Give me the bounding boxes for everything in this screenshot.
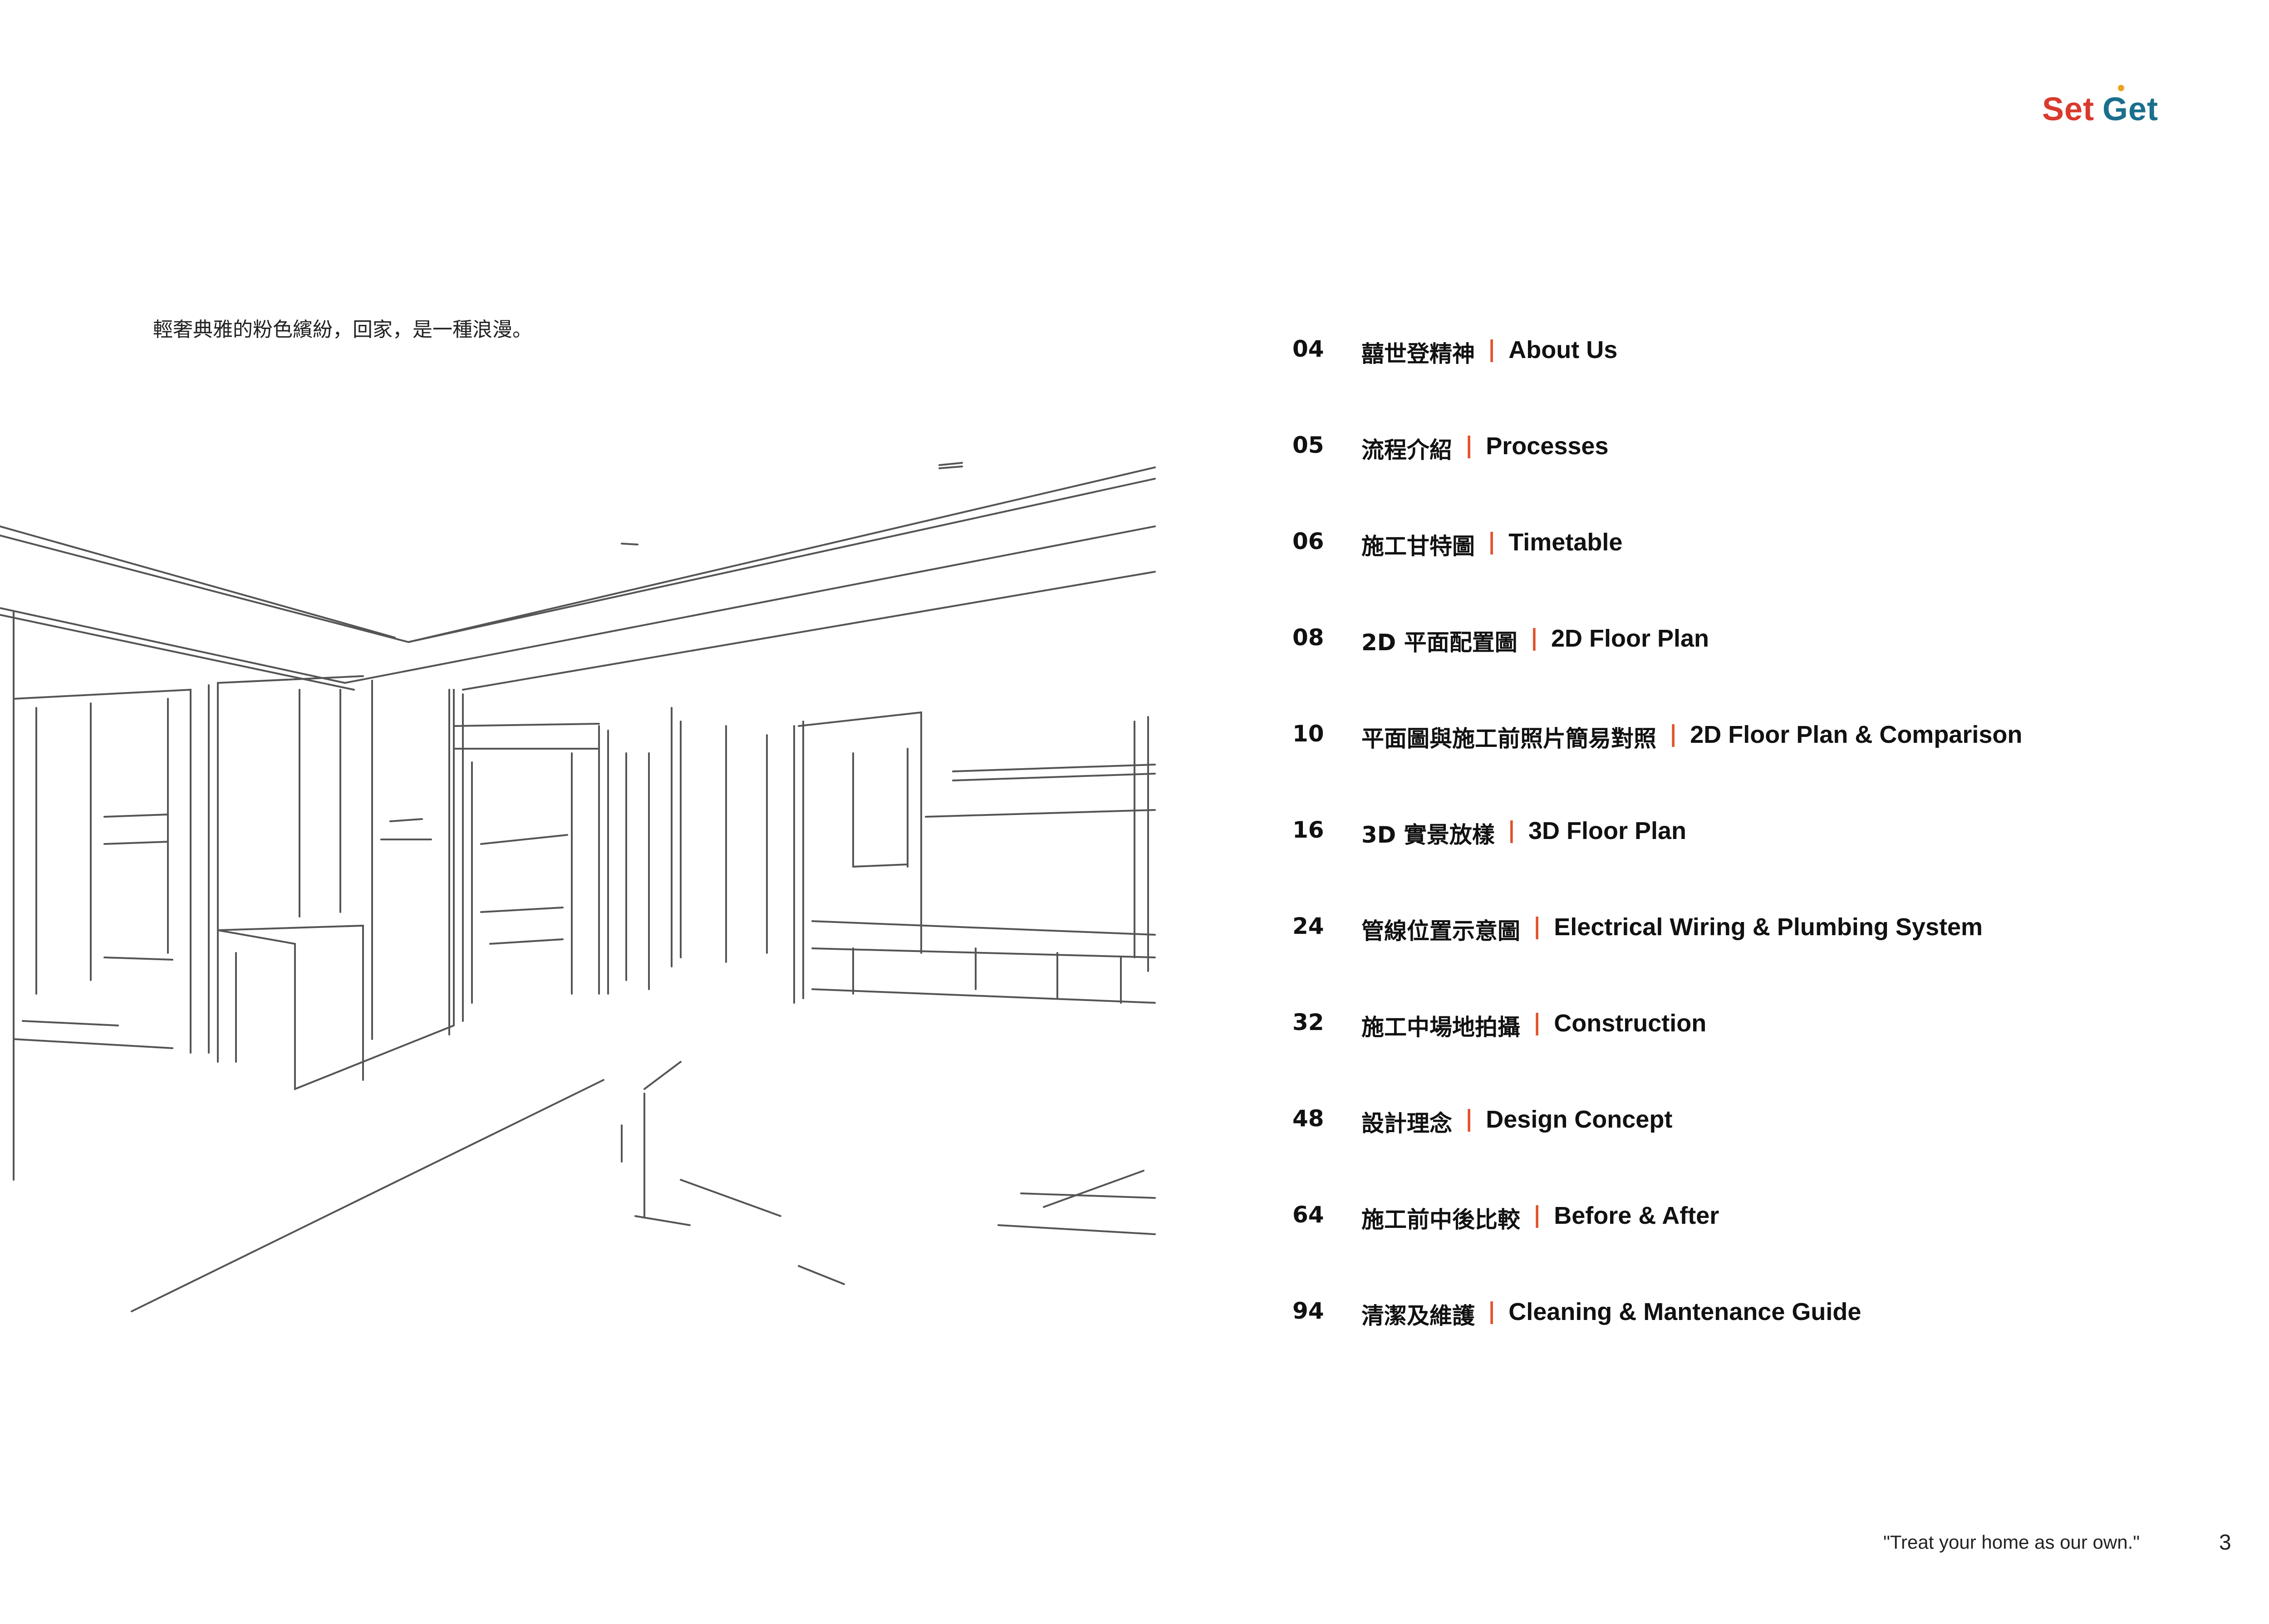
toc-page-number: 94 — [1292, 1298, 1324, 1324]
toc-title-en: 2D Floor Plan — [1551, 625, 1709, 652]
toc-item[interactable]: 10 平面圖與施工前照片簡易對照 | 2D Floor Plan & Comparis… — [1292, 721, 2200, 817]
toc-title-en: Electrical Wiring & Plumbing System — [1554, 913, 1983, 941]
toc-item[interactable]: 16 3D 實景放樣 | 3D Floor Plan — [1292, 817, 2200, 913]
toc-separator: | — [1465, 1105, 1473, 1132]
toc-page-number: 64 — [1292, 1202, 1324, 1228]
brand-word-get-text: Get — [2102, 91, 2159, 128]
toc-separator: | — [1533, 1009, 1542, 1035]
toc-item[interactable]: 32 施工中場地拍攝 | Construction — [1292, 1009, 2200, 1105]
toc-item[interactable]: 24 管線位置示意圖 | Electrical Wiring & Plumbing S… — [1292, 913, 2200, 1009]
toc-item[interactable]: 48 設計理念 | Design Concept — [1292, 1105, 2200, 1202]
tagline: 輕奢典雅的粉色繽紛，回家，是一種浪漫。 — [153, 318, 532, 341]
toc-separator: | — [1669, 721, 1678, 747]
toc-title-en: Cleaning & Mantenance Guide — [1508, 1298, 1861, 1325]
toc-page-number: 48 — [1292, 1105, 1324, 1132]
toc-title-en: Design Concept — [1486, 1106, 1673, 1133]
toc-page-number: 05 — [1292, 432, 1324, 458]
toc-page-number: 24 — [1292, 913, 1324, 939]
toc-item[interactable]: 06 施工甘特圖 | Timetable — [1292, 528, 2200, 624]
toc-item[interactable]: 94 清潔及維護 | Cleaning & Mantenance Guide — [1292, 1298, 2200, 1394]
toc-separator: | — [1507, 817, 1516, 843]
toc-title-en: About Us — [1508, 336, 1618, 363]
toc-title-zh: 3D 實景放樣 — [1361, 822, 1495, 848]
toc-title-zh: 設計理念 — [1361, 1110, 1452, 1137]
toc-title-en: Before & After — [1554, 1202, 1719, 1229]
toc-title-zh: 管線位置示意圖 — [1361, 918, 1520, 944]
toc-separator: | — [1530, 624, 1538, 651]
toc-page-number: 06 — [1292, 528, 1324, 554]
toc-item[interactable]: 64 施工前中後比較 | Before & After — [1292, 1202, 2200, 1298]
toc-title-en: 3D Floor Plan — [1528, 817, 1687, 844]
toc-title-en: Timetable — [1508, 529, 1623, 556]
toc-title-en: Construction — [1554, 1010, 1707, 1037]
toc-page-number: 16 — [1292, 817, 1324, 843]
footer-motto: "Treat your home as our own." — [1883, 1531, 2140, 1553]
toc-page-number: 32 — [1292, 1009, 1324, 1035]
toc-title-zh: 施工前中後比較 — [1361, 1207, 1520, 1233]
toc-separator: | — [1488, 1298, 1496, 1324]
toc-item[interactable]: 04 囍世登精神 | About Us — [1292, 336, 2200, 432]
toc-title-zh: 2D 平面配置圖 — [1361, 629, 1518, 656]
toc-title-zh: 施工甘特圖 — [1361, 533, 1475, 559]
toc-separator: | — [1533, 913, 1542, 939]
toc-separator: | — [1533, 1202, 1542, 1228]
toc-title-zh: 清潔及維護 — [1361, 1303, 1475, 1329]
interior-sketch-illustration — [0, 462, 1156, 1312]
brand-word-get: Get — [2102, 85, 2159, 128]
table-of-contents: 04 囍世登精神 | About Us 05 流程介紹 | Processes 06 施工甘特… — [1292, 336, 2200, 1394]
brand-word-set: Set — [2042, 91, 2095, 128]
toc-title-en: Processes — [1486, 432, 1609, 460]
toc-item[interactable]: 05 流程介紹 | Processes — [1292, 432, 2200, 528]
toc-title-zh: 流程介紹 — [1361, 437, 1452, 463]
toc-page-number: 10 — [1292, 721, 1324, 747]
toc-item[interactable]: 08 2D 平面配置圖 | 2D Floor Plan — [1292, 624, 2200, 721]
toc-title-en: 2D Floor Plan & Comparison — [1690, 721, 2023, 748]
toc-title-zh: 平面圖與施工前照片簡易對照 — [1361, 726, 1656, 752]
toc-separator: | — [1465, 432, 1473, 458]
toc-separator: | — [1488, 336, 1496, 362]
logo-dot-icon — [2118, 85, 2125, 91]
toc-title-zh: 施工中場地拍攝 — [1361, 1014, 1520, 1040]
toc-page-number: 08 — [1292, 624, 1324, 651]
toc-title-zh: 囍世登精神 — [1361, 341, 1475, 367]
toc-page-number: 04 — [1292, 336, 1324, 362]
page-number: 3 — [2219, 1531, 2231, 1555]
toc-separator: | — [1488, 528, 1496, 554]
